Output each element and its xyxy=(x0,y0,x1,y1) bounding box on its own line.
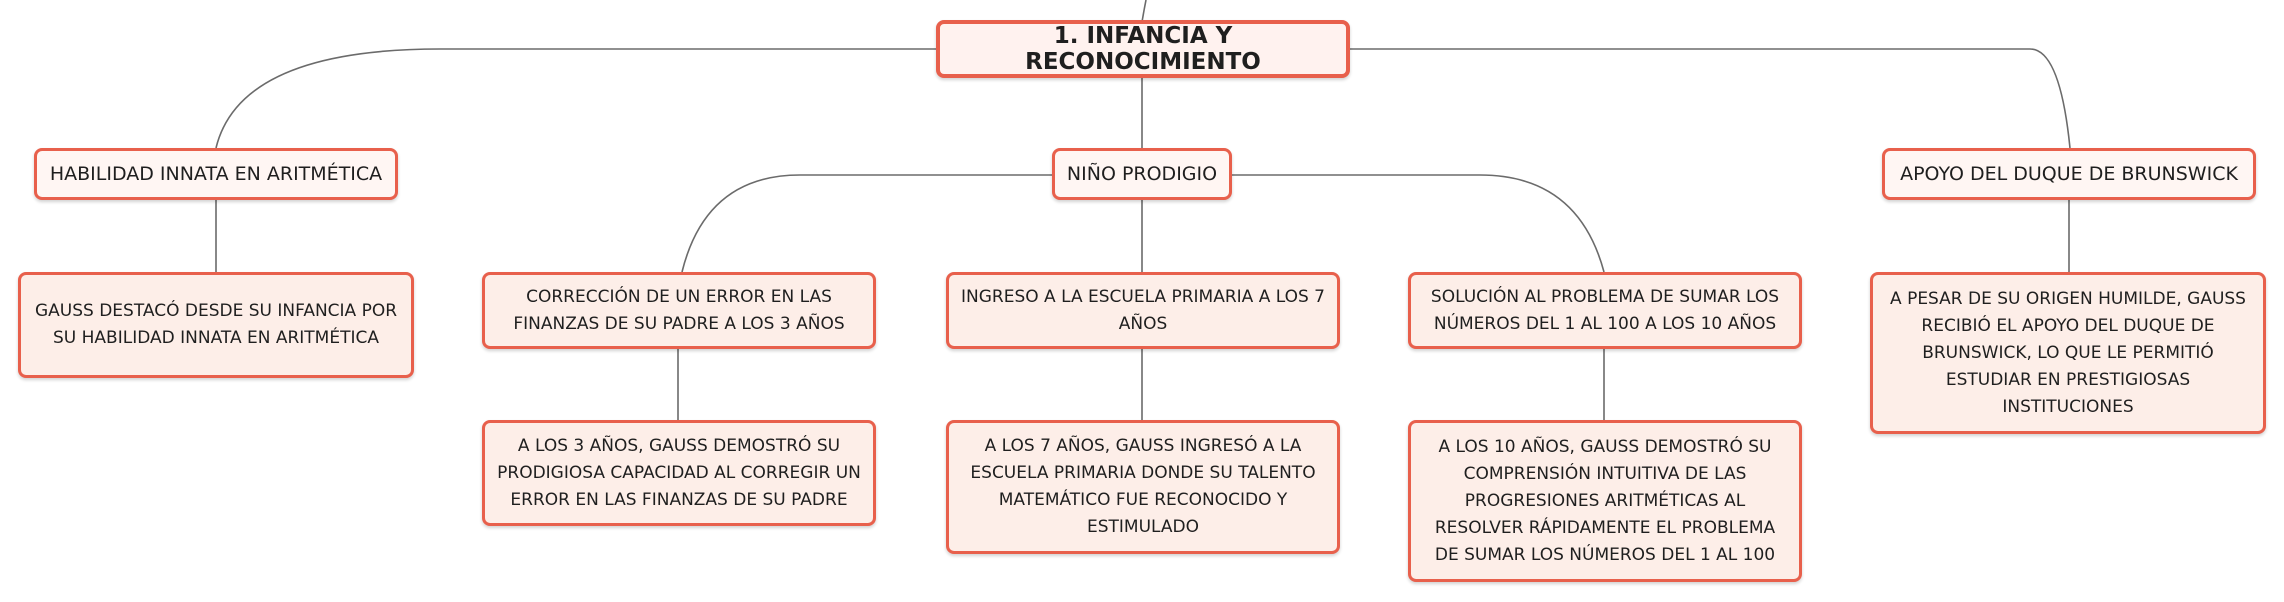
leaf-label: A PESAR DE SU ORIGEN HUMILDE, GAUSS RECI… xyxy=(1890,288,2246,417)
subtopic-problema-suma[interactable]: SOLUCIÓN AL PROBLEMA DE SUMAR LOS NÚMERO… xyxy=(1408,272,1802,349)
subtopic-ingreso-escuela[interactable]: INGRESO A LA ESCUELA PRIMARIA A LOS 7 AÑ… xyxy=(946,272,1340,349)
leaf-label: A LOS 7 AÑOS, GAUSS INGRESÓ A LA ESCUELA… xyxy=(970,436,1316,537)
subtopic-label: INGRESO A LA ESCUELA PRIMARIA A LOS 7 AÑ… xyxy=(961,286,1325,334)
root-node[interactable]: 1. INFANCIA Y RECONOCIMIENTO xyxy=(936,20,1350,78)
subtopic-label: CORRECCIÓN DE UN ERROR EN LAS FINANZAS D… xyxy=(513,286,845,334)
subtopic-correccion-error[interactable]: CORRECCIÓN DE UN ERROR EN LAS FINANZAS D… xyxy=(482,272,876,349)
leaf-label: A LOS 10 AÑOS, GAUSS DEMOSTRÓ SU COMPREN… xyxy=(1434,436,1776,565)
connector-topic-2-sub-3 xyxy=(1232,174,1605,273)
leaf-habilidad-innata[interactable]: GAUSS DESTACÓ DESDE SU INFANCIA POR SU H… xyxy=(18,272,414,378)
connector-root-topic-3 xyxy=(1350,48,2071,149)
leaf-apoyo-duque[interactable]: A PESAR DE SU ORIGEN HUMILDE, GAUSS RECI… xyxy=(1870,272,2266,434)
subtopic-label: SOLUCIÓN AL PROBLEMA DE SUMAR LOS NÚMERO… xyxy=(1430,286,1780,334)
topic-label: HABILIDAD INNATA EN ARITMÉTICA xyxy=(49,163,383,185)
leaf-label: A LOS 3 AÑOS, GAUSS DEMOSTRÓ SU PRODIGIO… xyxy=(497,435,861,510)
topic-habilidad-innata[interactable]: HABILIDAD INNATA EN ARITMÉTICA xyxy=(34,148,398,200)
connector-root-topic-1 xyxy=(215,48,936,149)
root-label: 1. INFANCIA Y RECONOCIMIENTO xyxy=(1025,23,1261,75)
topic-label: APOYO DEL DUQUE DE BRUNSWICK xyxy=(1900,163,2238,185)
topic-nino-prodigio[interactable]: NIÑO PRODIGIO xyxy=(1052,148,1232,200)
leaf-label: GAUSS DESTACÓ DESDE SU INFANCIA POR SU H… xyxy=(34,301,398,348)
topic-label: NIÑO PRODIGIO xyxy=(1066,163,1218,185)
connector-topic-2-sub-1 xyxy=(681,174,1052,273)
connector-parent xyxy=(1141,0,1147,23)
leaf-ingreso-escuela[interactable]: A LOS 7 AÑOS, GAUSS INGRESÓ A LA ESCUELA… xyxy=(946,420,1340,554)
leaf-problema-suma[interactable]: A LOS 10 AÑOS, GAUSS DEMOSTRÓ SU COMPREN… xyxy=(1408,420,1802,582)
leaf-correccion-error[interactable]: A LOS 3 AÑOS, GAUSS DEMOSTRÓ SU PRODIGIO… xyxy=(482,420,876,526)
topic-apoyo-duque[interactable]: APOYO DEL DUQUE DE BRUNSWICK xyxy=(1882,148,2256,200)
